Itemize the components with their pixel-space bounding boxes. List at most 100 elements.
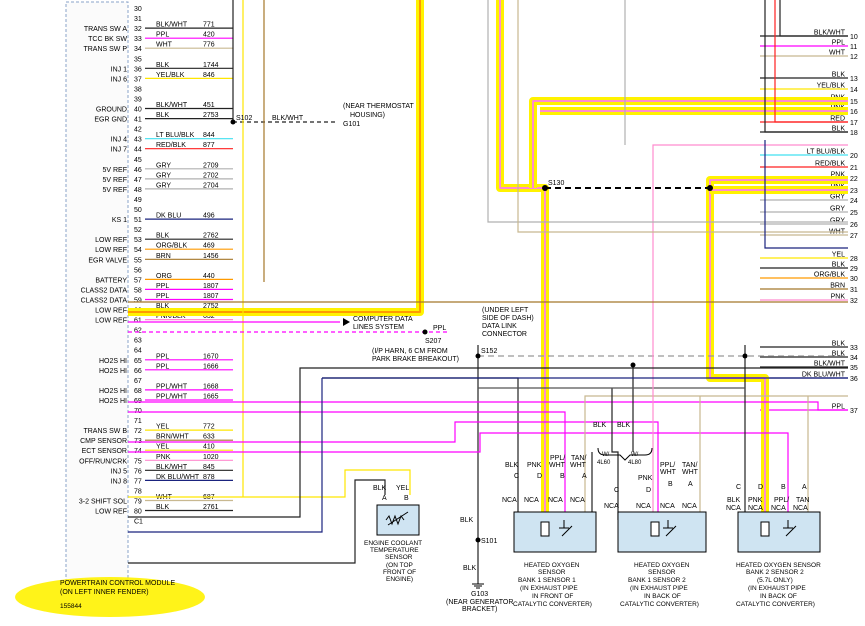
ho2s-b1s2-label-1: HEATED OXYGEN <box>634 562 690 569</box>
pcm-pin-circuit: 2762 <box>203 233 219 240</box>
heater-element-icon <box>650 521 660 537</box>
pcm-pin-number: 55 <box>134 257 142 264</box>
right-wire-color: DK BLU/WHT <box>802 372 846 379</box>
pcm-pin-number: 34 <box>134 46 142 53</box>
ho2s-b2s2-pin-d: D <box>758 484 763 491</box>
pcm-pin-number: 54 <box>134 247 142 254</box>
wire-ect-yel <box>128 469 411 498</box>
pcm-pin-function: EGR GND <box>94 117 127 124</box>
right-wire-number: 31 <box>850 287 858 294</box>
right-wire-number: 17 <box>850 120 858 127</box>
pcm-pin-number: 56 <box>134 267 142 274</box>
g101-note-2: HOUSING) <box>350 112 385 119</box>
ho2s-b1s1-nca-2: NCA <box>524 497 539 504</box>
right-wire-number: 37 <box>850 408 858 415</box>
pcm-pin-wire-color: WHT <box>156 42 173 49</box>
pcm-pin-circuit: 2761 <box>203 504 219 511</box>
pcm-pin-wire-color: ORG/BLK <box>156 243 187 250</box>
pcm-pin-number: 30 <box>134 6 142 13</box>
cds-label-1: COMPUTER DATA <box>353 316 413 323</box>
harn-note-1: (I/P HARN, 6 CM FROM <box>372 348 448 355</box>
wire-pplwht-h1 <box>128 432 789 520</box>
right-wire-color: PPL <box>832 40 845 47</box>
right-wire-color: WHT <box>829 50 846 57</box>
wire-pplwht-2 <box>128 421 659 520</box>
w4l60-label-2: 4L60 <box>597 460 611 466</box>
ho2s-b1s2-nca-3: NCA <box>660 503 675 510</box>
ho2s-b1s2: PNK PPL/ WHT TAN/ WHT C D B A NCA NCA NC… <box>604 462 707 608</box>
pcm-pin-function: CLASS2 DATA <box>81 298 128 305</box>
pcm-pin-wire-color: BLK/WHT <box>156 464 188 471</box>
s207-wire-label: PPL <box>433 325 446 332</box>
wire-wht-vertical <box>517 0 848 233</box>
pcm-pin-number: 50 <box>134 207 142 214</box>
pcm-pin-function: HO2S HI <box>99 358 127 365</box>
right-wire-color: RED/BLK <box>815 161 845 168</box>
wire-red-right <box>774 0 848 123</box>
ho2s-b1s1-wire-ppl: PPL/ <box>550 455 565 462</box>
ho2s-b1s1-wire-wht: WHT <box>549 462 566 469</box>
s101-label: S101 <box>481 538 497 545</box>
g103-note-1: (NEAR GENERATOR <box>446 599 513 606</box>
ho2s-b2s2: BLK PNK PPL/ TAN C D B A NCA NCA NCA NCA… <box>726 484 821 608</box>
blk-label-h2b: BLK <box>617 422 631 429</box>
w4l80-label-1: W/ <box>631 452 639 458</box>
blk-label-g103: BLK <box>463 565 477 572</box>
pcm-pin-wire-color: DK BLU/WHT <box>156 474 200 481</box>
dlc-note-1: (UNDER LEFT <box>482 307 529 314</box>
pcm-label-highlight <box>15 577 205 617</box>
pcm-pin-circuit: 410 <box>203 444 215 451</box>
pcm-pin-function: TCC BK SW <box>88 36 127 43</box>
ground-g103-icon <box>472 580 484 589</box>
pcm-pin-number: 32 <box>134 26 142 33</box>
ho2s-b1s1-label-2: SENSOR <box>538 569 566 576</box>
ho2s-b1s1-label-5: IN FRONT OF <box>532 593 573 600</box>
ho2s-b2s2-wire-ppl: PPL/ <box>774 497 789 504</box>
pcm-pin-wire-color: PPL <box>156 283 169 290</box>
oxygen-element-icon <box>559 520 573 537</box>
ho2s-b2s2-label-3: (5.7L ONLY) <box>757 577 793 584</box>
wire-blk-145 <box>764 0 848 133</box>
pcm-pin-number: 72 <box>134 428 142 435</box>
pcm-pin-number: 45 <box>134 157 142 164</box>
pcm-pin-function: EGR VALVE <box>88 257 127 264</box>
ect-label-4: (ON TOP <box>386 562 413 569</box>
ho2s-b2s2-pin-b: B <box>781 484 786 491</box>
pcm-pin-number: 62 <box>134 328 142 335</box>
pcm-pin-wire-color: LT BLU/BLK <box>156 132 195 139</box>
ho2s-b2s2-pin-c: C <box>736 484 741 491</box>
right-wire-number: 33 <box>850 345 858 352</box>
g101-label: G101 <box>343 121 360 128</box>
ho2s-b1s1-nca-1: NCA <box>502 497 517 504</box>
right-wire-color: GRY <box>830 194 845 201</box>
ho2s-b2s2-label-1: HEATED OXYGEN SENSOR <box>736 562 821 569</box>
ho2s-b1s1-label-3: BANK 1 SENSOR 1 <box>518 577 576 584</box>
pcm-pin-number: 49 <box>134 197 142 204</box>
ect-label-2: TEMPERATURE <box>370 547 419 554</box>
pcm-pin-wire-color: YEL <box>156 424 169 431</box>
pcm-pin-number: 46 <box>134 167 142 174</box>
pcm-pin-function: 3-2 SHIFT SOL <box>79 499 127 506</box>
pcm-pin-number: 43 <box>134 137 142 144</box>
heater-element-icon <box>760 521 770 537</box>
right-wire-color: PPL <box>832 404 845 411</box>
right-wire-color: BLK <box>832 351 846 358</box>
pcm-pin-number: 51 <box>134 217 142 224</box>
right-wire-number: 36 <box>850 376 858 383</box>
pcm-pin-number: 76 <box>134 468 142 475</box>
right-wire-color: BLK <box>832 262 846 269</box>
pcm-pin-number: 48 <box>134 187 142 194</box>
g103-note-2: BRACKET) <box>462 606 497 613</box>
pcm-pin-wire-color: BRN/WHT <box>156 434 189 441</box>
ho2s-b1s1-label-1: HEATED OXYGEN <box>524 562 580 569</box>
pcm-pin-number: 41 <box>134 117 142 124</box>
right-wire-color: ORG/BLK <box>814 272 845 279</box>
ho2s-b2s2-nca-2: NCA <box>748 505 763 512</box>
pcm-pin-function: OFF/RUN/CRK <box>79 458 127 465</box>
ho2s-b1s1-wire-pnk: PNK <box>527 462 542 469</box>
heater-element-icon <box>540 521 550 537</box>
right-wire-color: BLK/WHT <box>814 30 846 37</box>
